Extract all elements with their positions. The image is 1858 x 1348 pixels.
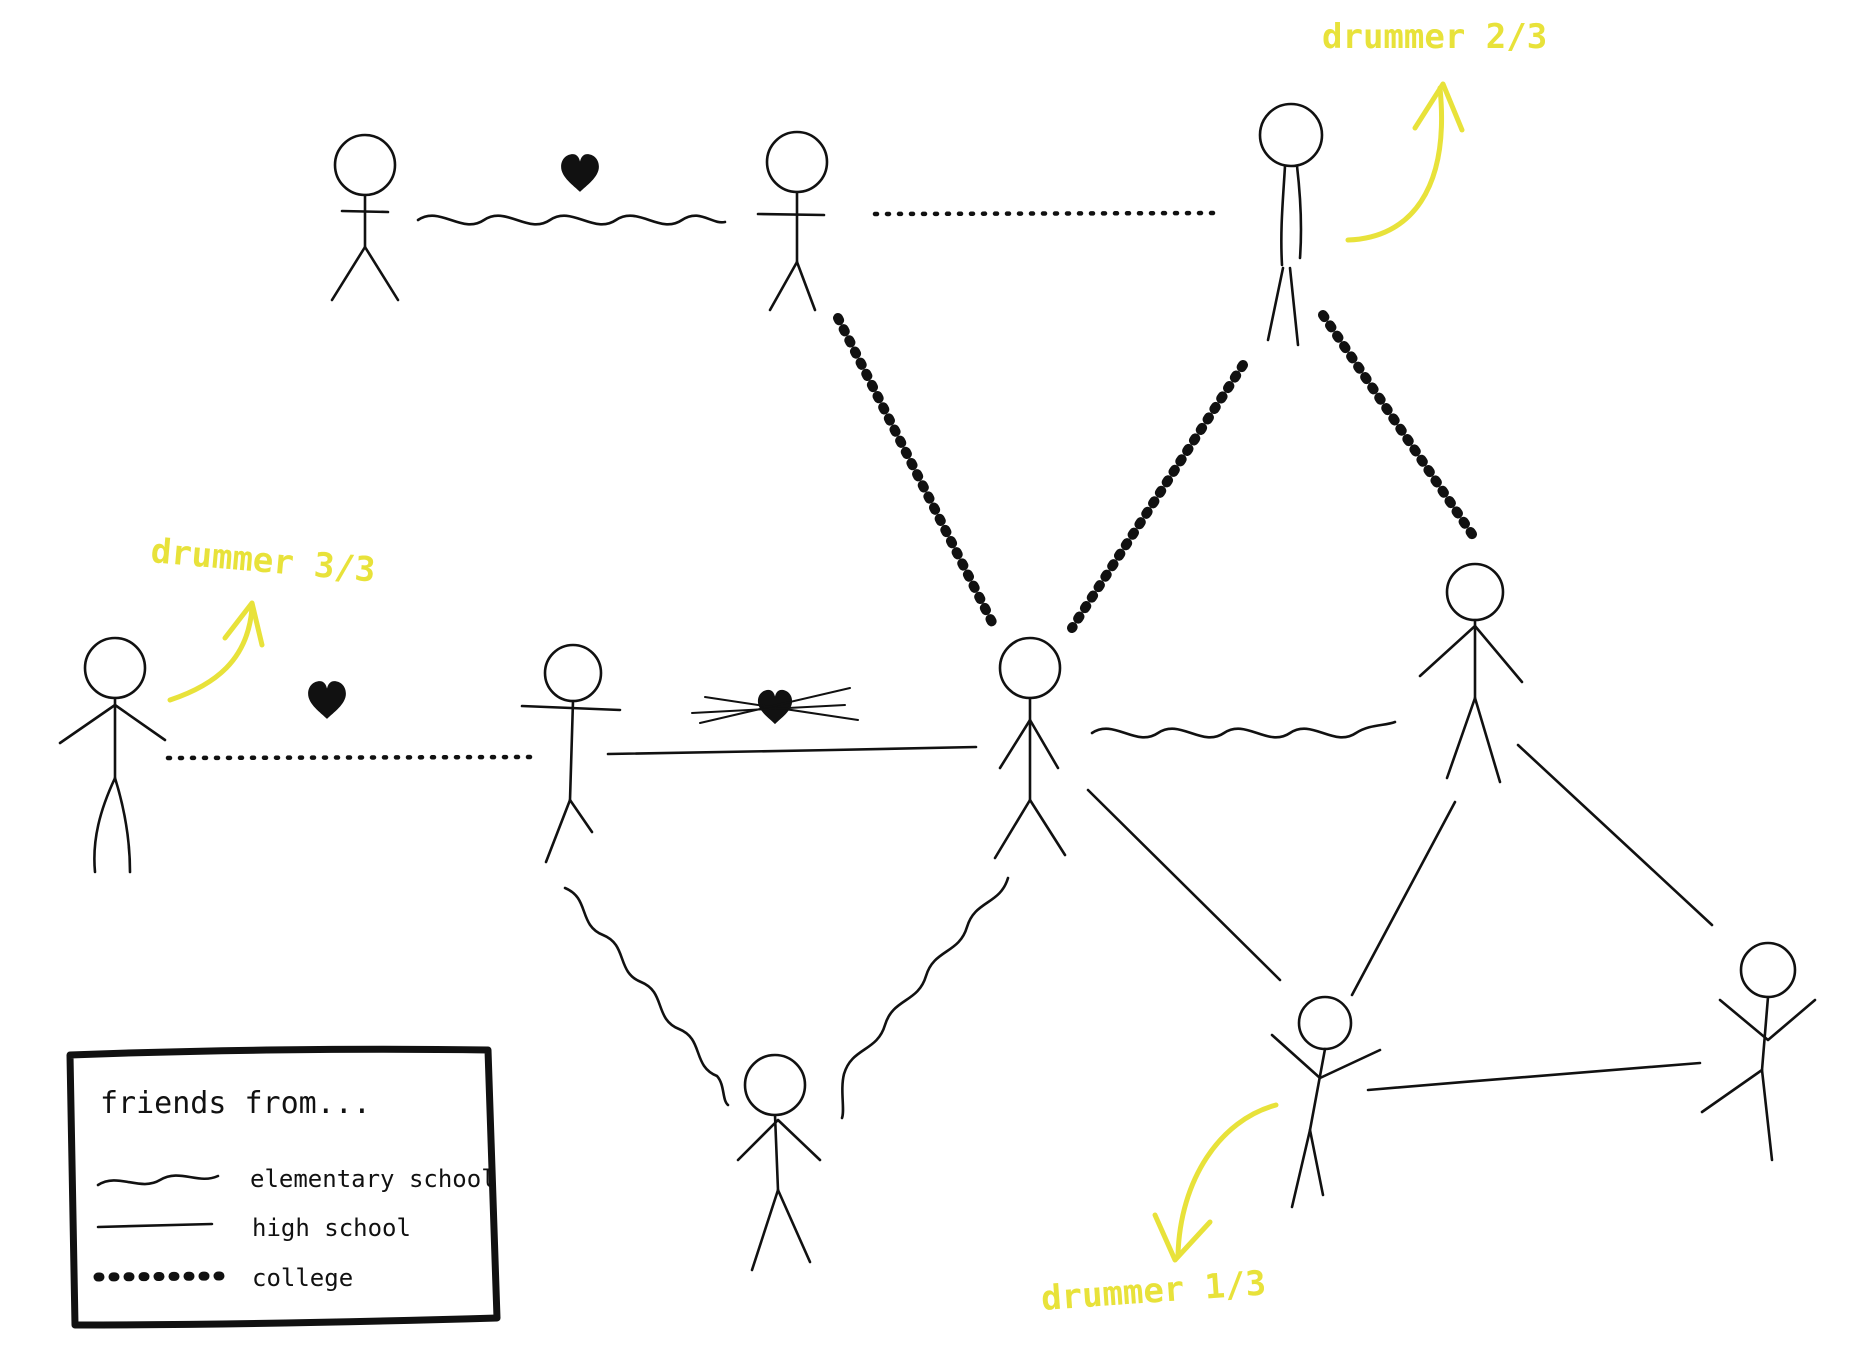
drummer-1-arrow-icon [1175, 1102, 1279, 1258]
drummer-3-arrow-icon [167, 605, 255, 703]
legend: friends from... elementary school high s… [66, 1045, 501, 1329]
person-p9 [1270, 995, 1382, 1209]
person-p3 [1258, 102, 1324, 347]
drummer-2-label: drummer 2/3 [1322, 17, 1547, 57]
person-p6 [520, 643, 622, 864]
person-p1 [330, 133, 400, 302]
edge-p6-p7-highschool [606, 745, 978, 756]
edge-p7-p9-highschool [1086, 788, 1282, 982]
edge-p8-p9-highschool [1350, 800, 1457, 997]
heart-icon [308, 681, 346, 719]
person-p7 [993, 636, 1067, 860]
legend-dashed-swatch [93, 1271, 225, 1282]
edge-p5-p6-college [165, 754, 538, 761]
edge-p2-p3-college [872, 210, 1225, 217]
legend-label-highschool: high school [252, 1214, 411, 1242]
drummer-2-arrow-icon [1345, 85, 1444, 243]
edge-p2-p7-college [833, 313, 1000, 633]
person-p8 [1418, 562, 1524, 784]
edge-p7-p8-elementary [1090, 720, 1397, 739]
legend-label-elementary: elementary school [250, 1165, 496, 1193]
drummer-1-label: drummer 1/3 [1040, 1263, 1267, 1319]
edge-p6-p10-elementary [563, 886, 730, 1107]
legend-title: friends from... [100, 1086, 371, 1121]
person-p4 [1700, 941, 1817, 1162]
legend-solid-swatch [96, 1222, 214, 1229]
legend-wavy-swatch [96, 1174, 220, 1187]
legend-label-college: college [252, 1264, 353, 1292]
person-p10 [736, 1053, 822, 1272]
heart-icon [561, 154, 599, 192]
edge-p7-p10-elementary [840, 876, 1010, 1120]
person-p5 [58, 636, 167, 874]
person-p2 [756, 130, 829, 312]
crossed-out-heart-icon [691, 687, 859, 725]
edge-p1-p2-elementary [416, 214, 727, 226]
edge-p3-p8-college [1318, 310, 1481, 545]
edge-p9-p4-highschool [1366, 1061, 1702, 1092]
edge-p8-p4-highschool [1516, 743, 1714, 927]
edge-p3-p7-college [1067, 360, 1248, 633]
drummer-3-label: drummer 3/3 [149, 531, 377, 590]
